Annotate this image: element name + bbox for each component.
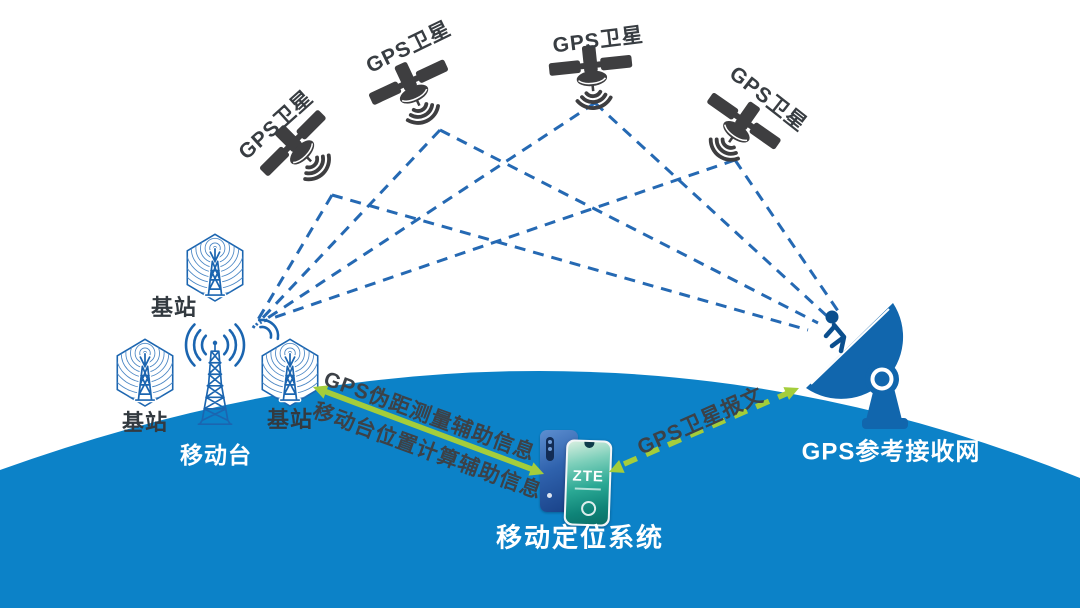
person-icon (823, 310, 847, 354)
zte-phone-icon: ZTE (540, 428, 620, 527)
base-station-label-top: 基站 (150, 295, 198, 320)
mobile-station-label: 移动台 (180, 442, 252, 468)
assist-info-arrow (313, 385, 544, 476)
satellite-dish-icon (806, 303, 908, 429)
mobile-tower-radio-waves (184, 318, 280, 367)
satellite-message-arrow (609, 387, 799, 473)
phone-back-logo (547, 493, 552, 498)
reference-network-label: GPS参考接收网 (801, 438, 981, 466)
phone-camera-icon (546, 437, 554, 461)
base-station-label-left: 基站 (121, 410, 169, 435)
base-station-label-right: 基站 (266, 407, 314, 432)
phone-system-label: 移动定位系统 (495, 522, 665, 553)
